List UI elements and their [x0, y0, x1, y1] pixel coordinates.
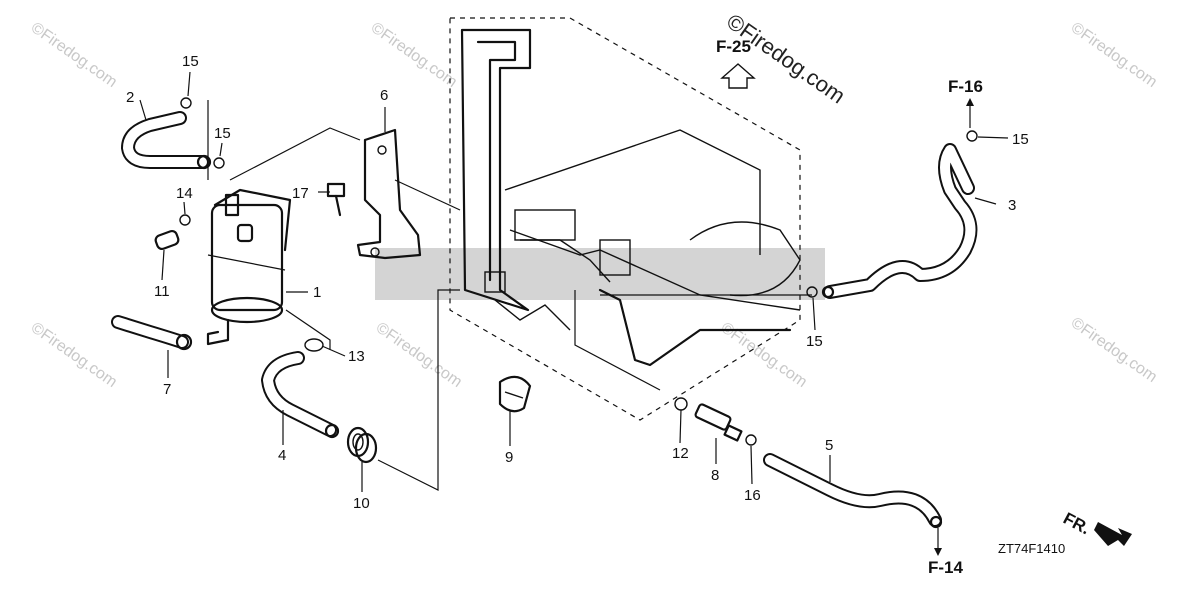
- arrow-down-small-icon: [934, 548, 942, 556]
- watermark-3: ©Firedog.com: [1068, 19, 1160, 91]
- diagram-code: ZT74F1410: [998, 541, 1065, 556]
- part-7-hose: [111, 315, 193, 351]
- callout-6: 6: [380, 87, 388, 104]
- callout-12: 12: [672, 445, 689, 462]
- ref-f14: F-14: [928, 558, 964, 577]
- part-4-hose: [261, 351, 340, 439]
- part-1-canister: [206, 188, 292, 346]
- clamps: [179, 97, 978, 446]
- part-5-hose: [763, 453, 943, 529]
- frame-assembly-outline: [449, 17, 801, 421]
- ref-f25: F-25: [716, 37, 751, 56]
- watermark-7: ©Firedog.com: [1068, 314, 1160, 386]
- callout-8: 8: [711, 467, 719, 484]
- watermark-2: ©Firedog.com: [368, 19, 460, 91]
- callout-9: 9: [505, 449, 513, 466]
- assembly-leaders: [207, 100, 812, 491]
- part-3-hose: [821, 143, 978, 299]
- arrow-front-icon: [1094, 522, 1132, 546]
- callout-leaders: [139, 71, 1009, 550]
- callout-11: 11: [154, 283, 170, 300]
- callout-15-mid: 15: [214, 125, 231, 142]
- part-8-fitting: [694, 403, 743, 442]
- arrow-up-small-icon: [966, 98, 974, 106]
- callout-17: 17: [292, 185, 309, 202]
- callout-labels: 15 2 15 14 11 1 13 7 4 10 6 17 9 12 8 16…: [126, 53, 1029, 512]
- callout-4: 4: [278, 447, 286, 464]
- part-9-clip: [498, 375, 532, 413]
- callout-15-top: 15: [182, 53, 199, 70]
- callout-13: 13: [348, 348, 365, 365]
- callout-7: 7: [163, 381, 171, 398]
- front-direction-indicator: FR.: [1060, 509, 1132, 546]
- section-references: F-25 F-16 F-14: [716, 37, 983, 577]
- callout-10: 10: [353, 495, 370, 512]
- callout-3: 3: [1008, 197, 1016, 214]
- callout-5: 5: [825, 437, 833, 454]
- ref-f16: F-16: [948, 77, 983, 96]
- watermark-4: ©Firedog.com: [28, 319, 120, 391]
- part-6-bracket: [356, 128, 422, 260]
- callout-15-lower: 15: [806, 333, 823, 350]
- arrow-up-icon: [720, 63, 756, 89]
- callout-14: 14: [176, 185, 193, 202]
- callout-1: 1: [313, 284, 321, 301]
- part-2-hose: [121, 111, 212, 170]
- watermark-center: ©Firedog.com: [722, 9, 850, 109]
- part-10-grommet: [346, 426, 378, 464]
- part-17-bolt: [326, 182, 346, 217]
- part-11-plug: [154, 229, 180, 251]
- watermark-1: ©Firedog.com: [28, 19, 120, 91]
- callout-15-right: 15: [1012, 131, 1029, 148]
- callout-2: 2: [126, 89, 134, 106]
- callout-16: 16: [744, 487, 761, 504]
- frame-structure: [460, 28, 801, 367]
- fr-label: FR.: [1060, 509, 1093, 539]
- watermark-5: ©Firedog.com: [373, 319, 465, 391]
